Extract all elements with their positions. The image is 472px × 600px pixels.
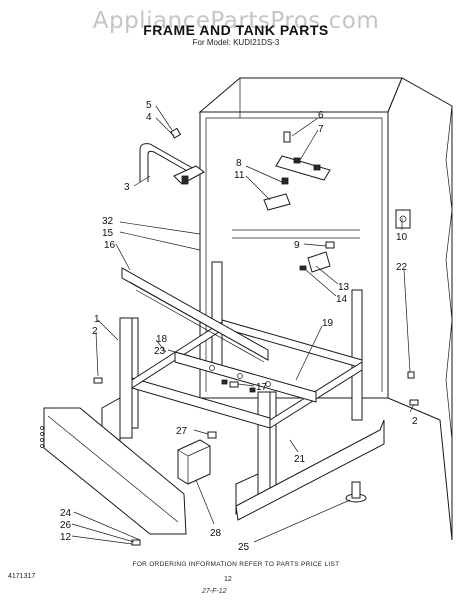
callout-label: 14 (336, 294, 348, 305)
date-note: 27-F-12 (202, 588, 227, 595)
ordering-note: FOR ORDERING INFORMATION REFER TO PARTS … (132, 561, 340, 568)
nut-8 (281, 177, 289, 185)
callout-label: 13 (338, 282, 350, 293)
callout-label: 18 (156, 334, 168, 345)
leader-lines (71, 105, 415, 545)
tank-inner-flange (206, 117, 383, 392)
callout-label: 4 (146, 112, 152, 123)
callout-label: 11 (234, 170, 245, 181)
callout-label: 5 (146, 100, 152, 111)
tank-assembly (198, 77, 453, 541)
document-number: 4171317 (8, 573, 36, 580)
callout-label: 24 (60, 508, 72, 519)
callout-label: 12 (60, 532, 72, 543)
callout-label: 6 (318, 110, 324, 121)
callout-label: 22 (396, 262, 408, 273)
screw-2-left (93, 377, 103, 384)
callout-label: 28 (210, 528, 222, 539)
vent-bracket (275, 155, 331, 181)
clip-11 (263, 193, 291, 211)
handle-clip (173, 165, 205, 185)
model-line: For Model: KUDI21DS-3 (192, 38, 280, 47)
callout-label: 2 (412, 416, 418, 427)
callout-label: 21 (294, 454, 306, 465)
side-bracket (395, 209, 411, 229)
screw-17 (229, 381, 239, 388)
hardware (93, 127, 419, 546)
screw-5 (170, 127, 182, 139)
callout-label: 25 (238, 542, 250, 553)
callout-label: 23 (154, 346, 166, 357)
callout-label: 15 (102, 228, 114, 239)
bottom-rail (235, 419, 385, 521)
callout-label: 16 (104, 240, 116, 251)
screw-14 (299, 265, 307, 271)
callout-label: 19 (322, 318, 334, 329)
tank-top (198, 77, 403, 113)
cross-member (174, 351, 317, 403)
callout-label: 9 (294, 240, 300, 251)
page-title: FRAME AND TANK PARTS (143, 22, 329, 38)
bracket-13 (307, 251, 331, 273)
door-handle-part (139, 143, 205, 185)
page-number: 12 (224, 576, 232, 583)
tank-front-opening (199, 111, 389, 399)
watermark: AppliancePartsPros.com (92, 8, 380, 34)
callout-label: 27 (176, 426, 188, 437)
callout-label: 8 (236, 158, 242, 169)
screw-22 (407, 371, 415, 379)
callout-label: 10 (396, 232, 408, 243)
left-rear-leg (211, 261, 223, 373)
callout-label: 3 (124, 182, 130, 193)
callout-label: 26 (60, 520, 72, 531)
screw-12 (131, 539, 141, 546)
left-front-leg (119, 317, 133, 439)
callout-label: 1 (94, 314, 100, 325)
callout-label: 17 (256, 382, 268, 393)
base-frame (101, 261, 385, 521)
screw-27 (207, 431, 217, 439)
tank-side (387, 77, 453, 541)
callout-labels: 5 4 6 7 3 8 11 32 15 16 9 10 22 13 14 1 … (60, 100, 418, 553)
toe-kick-panel (40, 407, 187, 535)
callout-label: 32 (102, 216, 114, 227)
fastener-9 (325, 241, 335, 249)
screw-6 (283, 131, 291, 143)
right-front-leg (257, 391, 271, 503)
callout-label: 2 (92, 326, 98, 337)
terminal-box (177, 439, 211, 485)
screw-2-right (409, 399, 419, 406)
right-rear-leg (351, 289, 363, 421)
callout-label: 7 (318, 124, 324, 135)
